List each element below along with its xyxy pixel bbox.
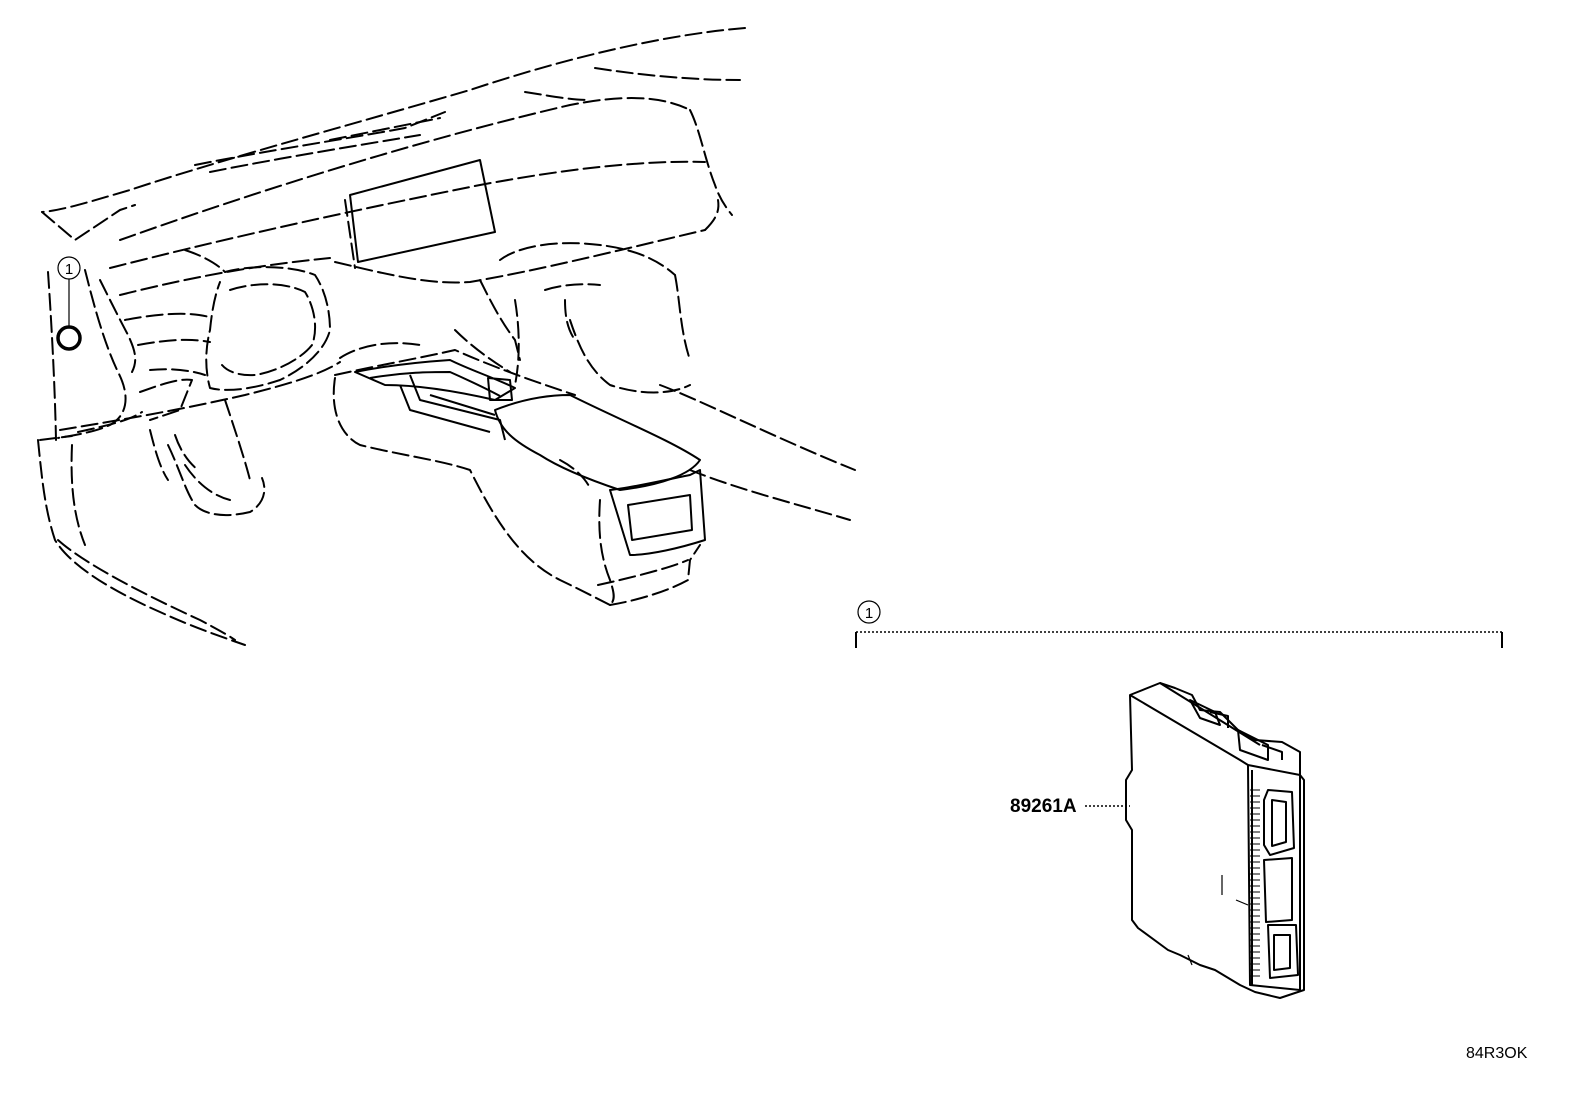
center-display <box>349 159 496 263</box>
part-label-89261A: 89261A <box>1010 796 1130 817</box>
ecu-lower-connector <box>1267 924 1299 979</box>
dashboard-illustration <box>37 27 856 646</box>
ecu-upper-connector <box>1263 789 1295 856</box>
gear-selector <box>487 377 513 401</box>
svg-text:1: 1 <box>65 261 73 278</box>
group-bracket: 1 <box>855 600 1503 648</box>
ecu-middle-connector <box>1263 857 1293 923</box>
ecu-connector-ribs <box>1250 789 1260 977</box>
armrest-lid <box>494 394 701 491</box>
callout-1-marker: 1 <box>56 256 82 351</box>
rear-console-vent <box>609 469 706 556</box>
ecu-module-89261A <box>1125 682 1305 999</box>
svg-text:89261A: 89261A <box>1010 796 1077 817</box>
illustration-code: 84R3OK <box>1466 1045 1528 1062</box>
svg-text:1: 1 <box>865 605 873 622</box>
part-location-circle <box>56 325 82 351</box>
